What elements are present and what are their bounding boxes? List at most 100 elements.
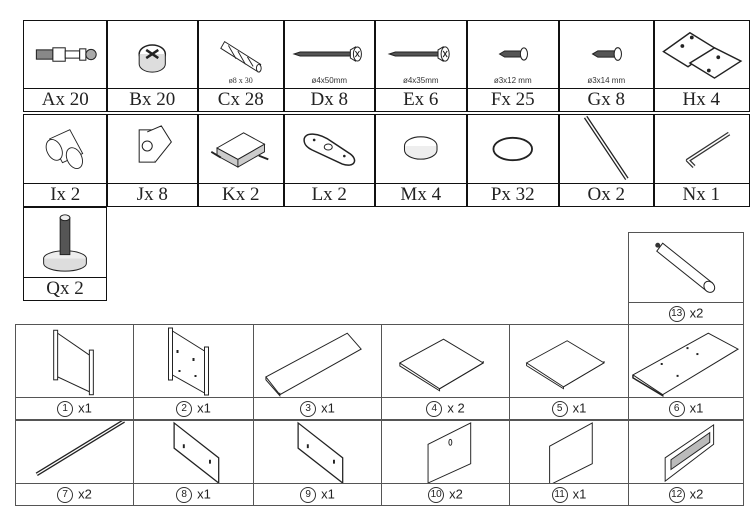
hardware-item-h: Hx 4 <box>653 20 750 112</box>
hardware-quantity-label: Nx 1 <box>654 183 749 206</box>
side-frame-drilled-icon <box>134 325 253 398</box>
hardware-item-a: Ax 20 <box>23 20 108 112</box>
part-4: 4 x 2 <box>381 324 510 420</box>
hardware-quantity-label: Ox 2 <box>559 183 654 206</box>
connector-plate-icon <box>284 115 375 182</box>
wood-dowel-icon <box>198 21 284 87</box>
hardware-quantity-label: Ex 6 <box>375 88 467 111</box>
side-panel-icon <box>254 421 381 484</box>
hardware-quantity-label: Hx 4 <box>654 88 749 111</box>
square-panel-icon <box>510 325 628 398</box>
part-quantity: x1 <box>321 487 335 502</box>
knob-icon <box>24 115 107 182</box>
cam-bolt-icon <box>24 21 107 87</box>
cover-cap-icon <box>467 115 559 182</box>
part-quantity: x1 <box>572 401 587 416</box>
part-quantity: x1 <box>197 401 211 416</box>
part-number-badge: 7 <box>57 487 74 503</box>
hardware-quantity-label: Dx 8 <box>284 88 375 111</box>
part-number-badge: 11 <box>551 487 568 503</box>
hardware-item-p: Px 32 <box>466 114 560 207</box>
hinge-icon <box>654 21 749 87</box>
hardware-item-i: Ix 2 <box>23 114 108 207</box>
part-label: 7 x2 <box>16 483 133 505</box>
allen-key-icon <box>654 115 749 182</box>
hardware-item-e: ø4x35mm Ex 6 <box>374 20 468 112</box>
square-panel-icon <box>382 325 509 398</box>
hardware-quantity-label: Lx 2 <box>284 183 375 206</box>
hardware-item-j: Jx 8 <box>106 114 199 207</box>
hardware-spec: ø3x14 mm <box>587 76 626 85</box>
hardware-spec: ø4x50mm <box>311 76 348 85</box>
part-label: 4 x 2 <box>382 397 509 419</box>
hardware-item-k: Kx 2 <box>197 114 285 207</box>
hardware-spec: ø8 x 30 <box>228 76 253 85</box>
part-number-badge: 5 <box>551 401 568 417</box>
part-7: 7 x2 <box>15 420 134 506</box>
part-quantity: x1 <box>321 401 335 416</box>
hardware-item-n: Nx 1 <box>653 114 750 207</box>
part-label: 12 x2 <box>629 483 743 505</box>
door-panel-icon <box>382 421 509 484</box>
part-quantity: x1 <box>197 487 211 502</box>
short-screw-icon <box>467 21 559 87</box>
hardware-item-b: Bx 20 <box>106 20 199 112</box>
hardware-spec: ø4x35mm <box>402 76 439 85</box>
hardware-item-d: ø4x50mm Dx 8 <box>283 20 376 112</box>
felt-pad-icon <box>375 115 467 182</box>
part-label: 10 x2 <box>382 483 509 505</box>
shelf-bracket-icon <box>107 115 198 182</box>
hardware-item-q: Qx 2 <box>23 207 107 301</box>
part-quantity: x1 <box>572 487 587 502</box>
hardware-quantity-label: Fx 25 <box>467 88 559 111</box>
leg-cylinder-icon <box>629 233 743 303</box>
long-panel-icon <box>254 325 381 398</box>
hardware-quantity-label: Jx 8 <box>107 183 198 206</box>
back-panel-icon <box>510 421 628 484</box>
part-quantity: x2 <box>78 487 92 502</box>
magnetic-catch-icon <box>198 115 284 182</box>
hardware-quantity-label: Ix 2 <box>24 183 107 206</box>
hardware-item-o: Ox 2 <box>558 114 655 207</box>
part-label: 6 x1 <box>629 397 743 419</box>
part-quantity: x1 <box>689 401 704 416</box>
part-2: 2 x1 <box>133 324 254 420</box>
hardware-quantity-label: Bx 20 <box>107 88 198 111</box>
part-6: 6 x1 <box>628 324 744 420</box>
part-number-badge: 2 <box>176 401 193 417</box>
hardware-item-l: Lx 2 <box>283 114 376 207</box>
vent-panel-icon <box>629 421 743 484</box>
part-label: 11 x1 <box>510 483 628 505</box>
part-label: 2 x1 <box>134 397 253 419</box>
part-11: 11 x1 <box>509 420 629 506</box>
part-quantity: x2 <box>449 487 463 502</box>
part-quantity: x2 <box>689 487 704 502</box>
hardware-quantity-label: Px 32 <box>467 183 559 206</box>
side-panel-icon <box>134 421 253 484</box>
part-number-badge: 10 <box>428 487 445 503</box>
part-number-badge: 1 <box>57 401 74 417</box>
leveling-foot-icon <box>24 208 106 276</box>
part-number-badge: 12 <box>668 487 685 503</box>
hardware-quantity-label: Gx 8 <box>559 88 654 111</box>
side-frame-icon <box>16 325 133 398</box>
hardware-item-g: ø3x14 mm Gx 8 <box>558 20 655 112</box>
hardware-item-m: Mx 4 <box>374 114 468 207</box>
part-number-badge: 6 <box>668 401 685 417</box>
part-number-badge: 4 <box>426 401 443 417</box>
part-quantity: x 2 <box>447 401 465 416</box>
hardware-quantity-label: Qx 2 <box>24 277 106 300</box>
medium-screw-icon <box>375 21 467 87</box>
part-number-badge: 13 <box>668 306 685 322</box>
